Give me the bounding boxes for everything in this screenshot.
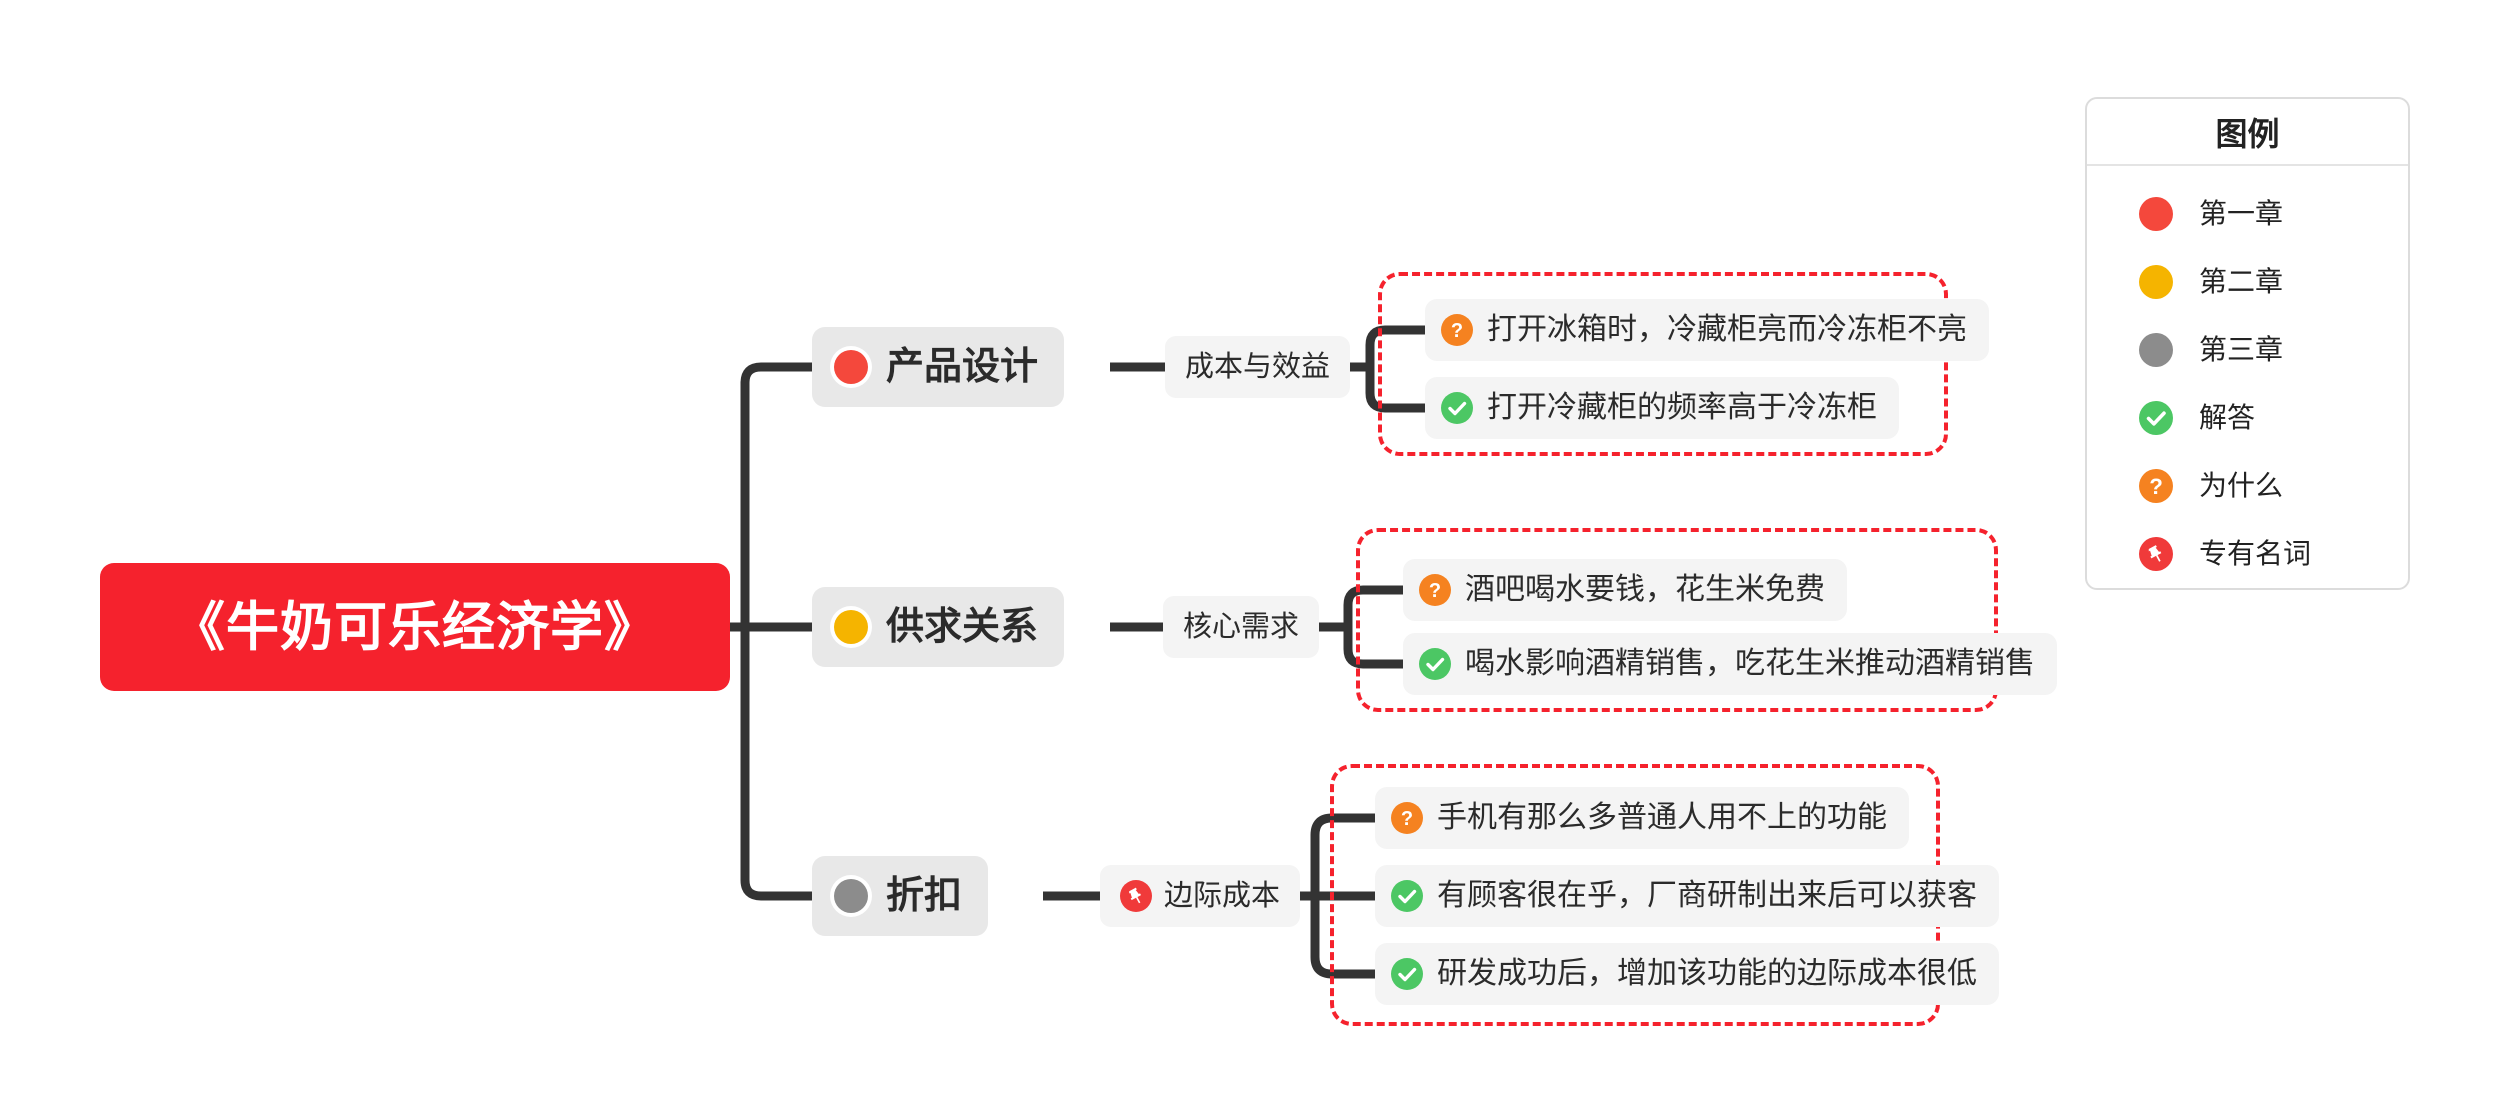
- leaf-item[interactable]: ? 手机有那么多普通人用不上的功能: [1375, 787, 1909, 849]
- svg-text:?: ?: [2149, 474, 2163, 499]
- branch-node-3-label: 折扣: [886, 875, 963, 917]
- branch-node-3[interactable]: 折扣: [812, 856, 989, 936]
- why-icon: ?: [1419, 574, 1451, 606]
- leaf-item-label: 打开冷藏柜的频率高于冷冻柜: [1487, 391, 1877, 424]
- mid-node-2[interactable]: 核心需求: [1163, 596, 1320, 658]
- leaf-item-label: 喝水影响酒精销售，吃花生米推动酒精销售: [1465, 647, 2035, 680]
- why-icon: ?: [1391, 802, 1423, 834]
- chapter-1-dot: [834, 350, 868, 384]
- chapter-2-dot: [2139, 265, 2173, 299]
- answer-icon: [1441, 392, 1473, 424]
- root-node[interactable]: 《牛奶可乐经济学》: [100, 563, 730, 691]
- legend-item-label: 第三章: [2199, 334, 2284, 365]
- leaf-item-label: 有顾客很在乎，厂商研制出来后可以获客: [1437, 879, 1977, 912]
- legend-item-label: 第一章: [2199, 198, 2284, 229]
- answer-icon: [2139, 401, 2173, 435]
- legend-title: 图例: [2087, 99, 2408, 166]
- leaf-item[interactable]: 有顾客很在乎，厂商研制出来后可以获客: [1375, 865, 1999, 927]
- why-icon: ?: [1441, 314, 1473, 346]
- mid-node-2-label: 核心需求: [1183, 610, 1300, 643]
- leaf-item-label: 打开冰箱时，冷藏柜亮而冷冻柜不亮: [1487, 313, 1967, 346]
- legend-item[interactable]: 解答: [2087, 384, 2408, 452]
- svg-text:?: ?: [1429, 580, 1441, 602]
- leaf-item[interactable]: 打开冷藏柜的频率高于冷冻柜: [1425, 377, 1899, 439]
- legend-item[interactable]: 第三章: [2087, 316, 2408, 384]
- chapter-3-dot: [2139, 333, 2173, 367]
- branch-node-1[interactable]: 产品设计: [812, 327, 1065, 407]
- answer-icon: [1419, 648, 1451, 680]
- leaf-item-label: 手机有那么多普通人用不上的功能: [1437, 801, 1887, 834]
- term-icon: [1120, 880, 1152, 912]
- legend-item-label: 为什么: [2199, 470, 2284, 501]
- legend-body: 第一章 第二章 第三章 解答 ? 为什么: [2087, 166, 2408, 588]
- branch-node-2[interactable]: 供求关系: [812, 587, 1065, 667]
- svg-text:?: ?: [1451, 320, 1463, 342]
- leaf-item[interactable]: 研发成功后，增加该功能的边际成本很低: [1375, 943, 1999, 1005]
- answer-icon: [1391, 958, 1423, 990]
- legend-item-label: 专有名词: [2199, 538, 2312, 569]
- mid-node-3[interactable]: 边际成本: [1100, 865, 1301, 927]
- legend-item-label: 第二章: [2199, 266, 2284, 297]
- branch-node-2-label: 供求关系: [886, 606, 1039, 648]
- legend-item[interactable]: 专有名词: [2087, 520, 2408, 588]
- branch-node-1-label: 产品设计: [886, 346, 1039, 388]
- root-node-label: 《牛奶可乐经济学》: [172, 597, 658, 657]
- legend-item-label: 解答: [2199, 402, 2256, 433]
- term-icon: [2139, 537, 2173, 571]
- leaf-item[interactable]: ? 酒吧喝水要钱，花生米免费: [1403, 559, 1847, 621]
- mid-node-1[interactable]: 成本与效益: [1165, 336, 1351, 398]
- answer-icon: [1391, 880, 1423, 912]
- legend-panel: 图例 第一章 第二章 第三章 解答 ?: [2085, 97, 2410, 590]
- chapter-2-dot: [834, 610, 868, 644]
- chapter-3-dot: [834, 879, 868, 913]
- chapter-1-dot: [2139, 197, 2173, 231]
- leaf-item[interactable]: 喝水影响酒精销售，吃花生米推动酒精销售: [1403, 633, 2057, 695]
- mid-node-1-label: 成本与效益: [1185, 350, 1331, 383]
- mid-node-3-label: 边际成本: [1164, 879, 1281, 912]
- legend-item[interactable]: 第二章: [2087, 248, 2408, 316]
- leaf-item-label: 酒吧喝水要钱，花生米免费: [1465, 573, 1825, 606]
- group-box-2: [1356, 528, 1998, 712]
- leaf-item-label: 研发成功后，增加该功能的边际成本很低: [1437, 957, 1977, 990]
- group-box-1: [1378, 272, 1948, 456]
- legend-item[interactable]: 第一章: [2087, 180, 2408, 248]
- svg-text:?: ?: [1401, 808, 1413, 830]
- leaf-item[interactable]: ? 打开冰箱时，冷藏柜亮而冷冻柜不亮: [1425, 299, 1989, 361]
- legend-item[interactable]: ? 为什么: [2087, 452, 2408, 520]
- why-icon: ?: [2139, 469, 2173, 503]
